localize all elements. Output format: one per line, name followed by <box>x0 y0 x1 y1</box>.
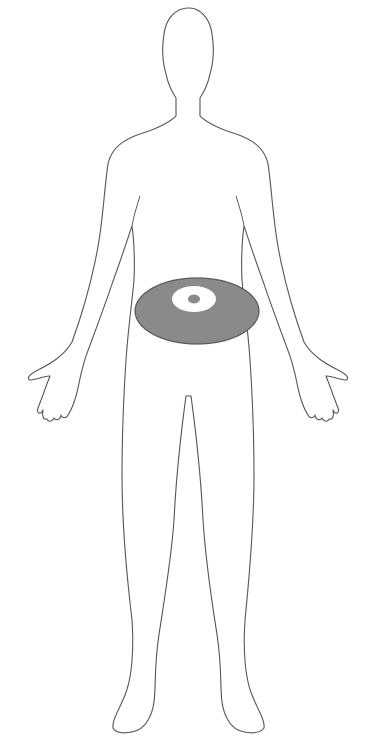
body-outline <box>28 8 347 733</box>
left-arm-inner-line <box>132 196 140 226</box>
abdomen-highlight-center-dot <box>188 295 200 304</box>
right-arm-inner-line <box>236 196 244 226</box>
